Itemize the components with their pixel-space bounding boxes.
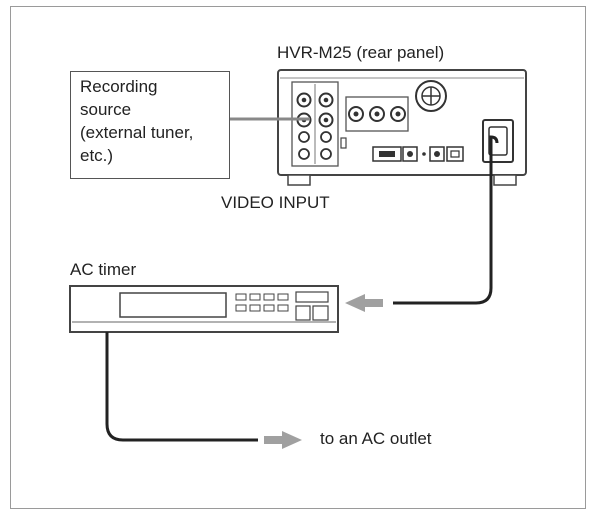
- video-input-jacks: [291, 81, 339, 167]
- device-label: HVR-M25 (rear panel): [277, 43, 445, 62]
- output-jacks: [345, 96, 409, 132]
- hvr-m25-rear-panel: [277, 69, 527, 186]
- source-line-3: (external tuner,: [80, 123, 194, 142]
- arrow-to-timer-icon: [345, 294, 383, 312]
- diagram-frame: [10, 6, 586, 509]
- ac-timer-device: [69, 285, 339, 333]
- recording-source-box: Recording source (external tuner, etc.): [70, 71, 230, 179]
- round-connector: [415, 80, 447, 112]
- arrow-to-outlet-icon: [264, 431, 302, 449]
- power-cable: [393, 135, 499, 305]
- video-input-label: VIDEO INPUT: [221, 193, 330, 212]
- source-line-4: etc.): [80, 146, 114, 165]
- source-line-1: Recording: [80, 77, 158, 96]
- ac-timer-label: AC timer: [70, 260, 137, 279]
- bottom-ports: [372, 146, 464, 162]
- outlet-cable: [105, 332, 258, 442]
- source-line-2: source: [80, 100, 132, 119]
- outlet-label: to an AC outlet: [320, 429, 432, 448]
